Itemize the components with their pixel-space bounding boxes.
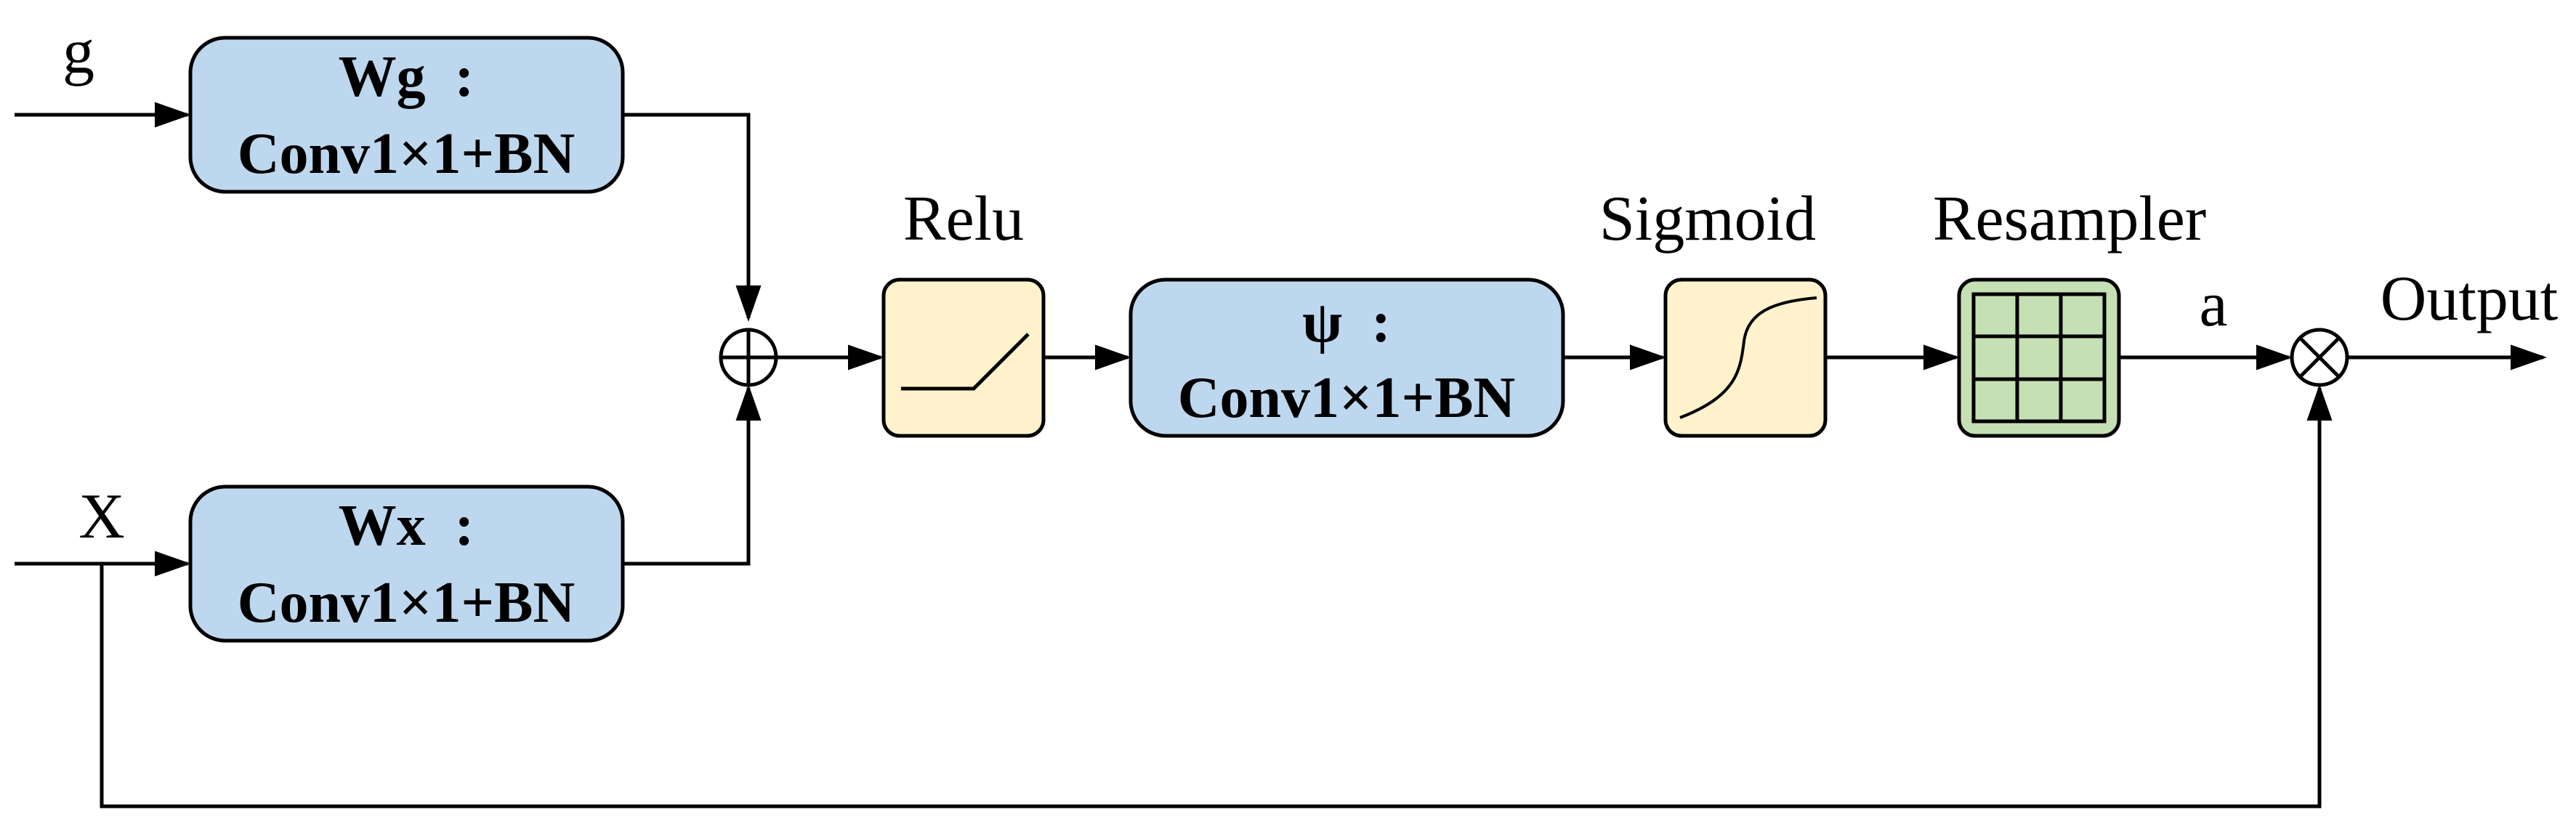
relu-label: Relu (903, 184, 1024, 254)
wx-to-adder-connector (623, 384, 762, 566)
relu-box (881, 277, 1046, 438)
wg-box-title: Wg : (339, 45, 475, 109)
circle-plus-icon (719, 328, 778, 387)
psi-box-title: ψ : (1302, 291, 1391, 354)
input-x-label: X (78, 482, 125, 552)
wg-to-adder-connector (623, 113, 762, 322)
sigmoid-box (1663, 277, 1828, 438)
wx-box-op: Conv1×1+BN (238, 571, 576, 635)
attention-coefficient-label: a (2199, 269, 2227, 340)
resampler-box (1957, 277, 2121, 438)
relu-curve-icon (901, 333, 1030, 391)
wx-box-title: Wx : (339, 494, 475, 558)
resampler-label: Resampler (1933, 184, 2206, 254)
output-label: Output (2381, 264, 2558, 334)
sigmoid-label: Sigmoid (1599, 184, 1816, 254)
wg-box-op: Conv1×1+BN (238, 122, 576, 186)
wg-conv-box: Wg : Conv1×1+BN (188, 36, 625, 194)
grid-icon (1971, 292, 2107, 423)
wx-conv-box: Wx : Conv1×1+BN (188, 485, 625, 643)
circle-times-icon (2290, 328, 2349, 387)
sigmoid-curve-icon (1679, 296, 1817, 419)
psi-box-op: Conv1×1+BN (1178, 366, 1516, 430)
input-g-label: g (62, 17, 94, 87)
skip-connection (100, 384, 2333, 808)
psi-conv-box: ψ : Conv1×1+BN (1128, 277, 1565, 438)
